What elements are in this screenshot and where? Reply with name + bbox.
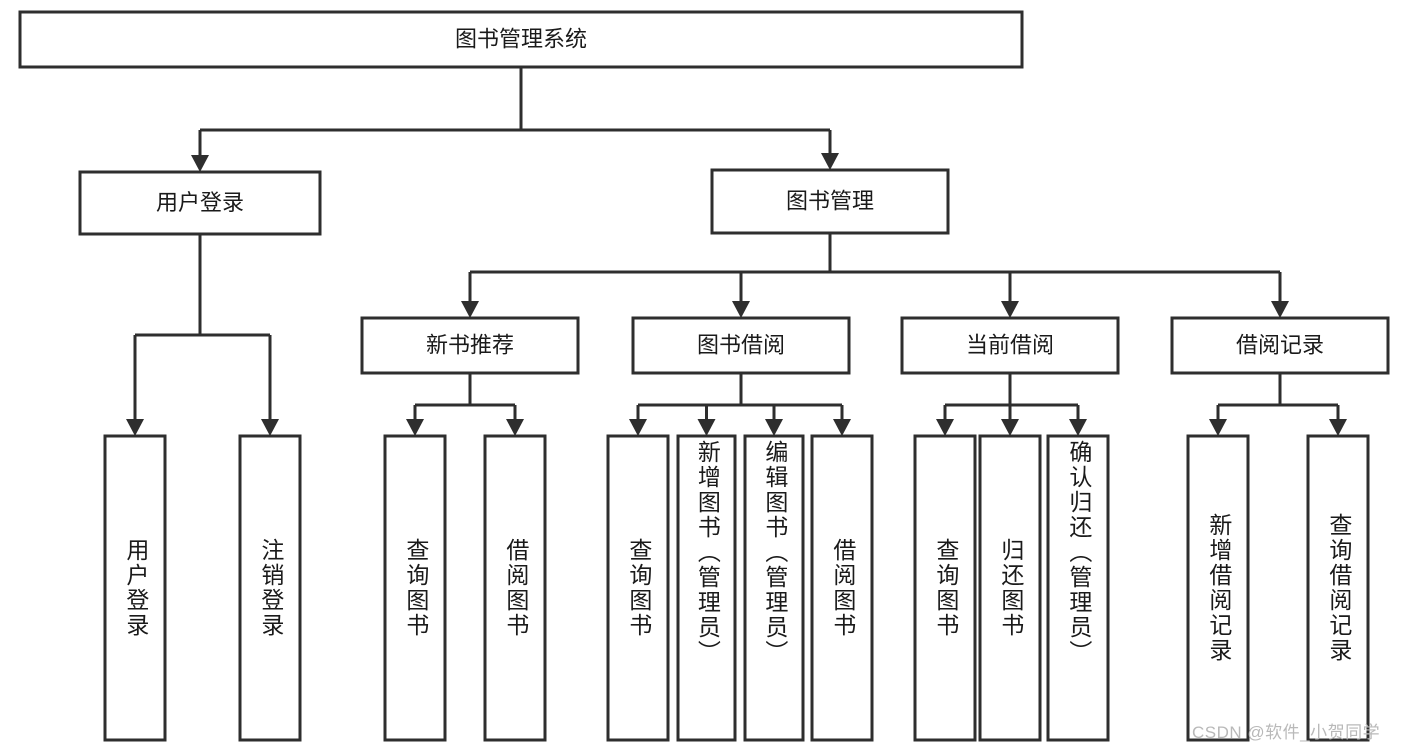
leaf-leaf-borrow-book-2-box — [810, 434, 874, 742]
leaf-leaf-query-book-1-box — [383, 434, 447, 742]
node-user-login-label: 用户登录 — [156, 190, 244, 215]
arrow-head-down — [191, 155, 209, 172]
node-book-borrow-label: 图书借阅 — [697, 332, 785, 357]
node-new-book-recommend-box — [360, 316, 580, 375]
arrow-head-down — [506, 419, 524, 436]
leaf-leaf-logout-box — [238, 434, 302, 742]
node-book-borrow-box — [631, 316, 851, 375]
leaf-leaf-add-record-box — [1186, 434, 1250, 742]
node-current-borrow-box — [900, 316, 1120, 375]
node-book-manage-label: 图书管理 — [786, 188, 874, 213]
node-book-manage-box — [710, 168, 950, 235]
leaf-leaf-user-login-box — [103, 434, 167, 742]
leaf-leaf-borrow-book-1-box — [483, 434, 547, 742]
arrow-head-down — [406, 419, 424, 436]
leaf-leaf-query-book-2-box — [606, 434, 670, 742]
node-current-borrow-label: 当前借阅 — [966, 332, 1054, 357]
node-borrow-record-box — [1170, 316, 1390, 375]
arrow-head-down — [461, 301, 479, 318]
node-borrow-record-label: 借阅记录 — [1236, 332, 1324, 357]
arrow-head-down — [1209, 419, 1227, 436]
arrow-head-down — [1271, 301, 1289, 318]
arrow-head-down — [697, 419, 716, 436]
root-node-book-system-label: 图书管理系统 — [455, 26, 587, 51]
leaf-leaf-query-book-3-box — [913, 434, 977, 742]
arrow-head-down — [1001, 301, 1019, 318]
arrow-head-down — [126, 419, 144, 436]
arrow-head-down — [1069, 419, 1087, 436]
arrow-head-down — [821, 153, 839, 170]
node-user-login-box — [78, 170, 322, 236]
arrow-head-down — [261, 419, 279, 436]
boxes-layer — [18, 10, 1390, 742]
arrow-head-down — [1329, 419, 1347, 436]
leaf-leaf-confirm-return-box — [1046, 434, 1110, 742]
arrow-head-down — [833, 419, 851, 436]
leaf-leaf-query-record-box — [1306, 434, 1370, 742]
connectors-layer — [126, 67, 1347, 436]
arrow-head-down — [629, 419, 647, 436]
csdn-watermark: CSDN @软件_小贺同学 — [1192, 723, 1381, 742]
root-node-book-system-box — [18, 10, 1024, 69]
arrow-head-down — [936, 419, 954, 436]
arrow-head-down — [732, 301, 750, 318]
node-new-book-recommend-label: 新书推荐 — [426, 332, 514, 357]
leaf-leaf-add-book-box — [676, 434, 737, 742]
arrow-head-down — [765, 419, 783, 436]
arrow-head-down — [1001, 419, 1019, 436]
leaf-leaf-edit-book-box — [743, 434, 805, 742]
leaf-leaf-return-book-box — [978, 434, 1042, 742]
